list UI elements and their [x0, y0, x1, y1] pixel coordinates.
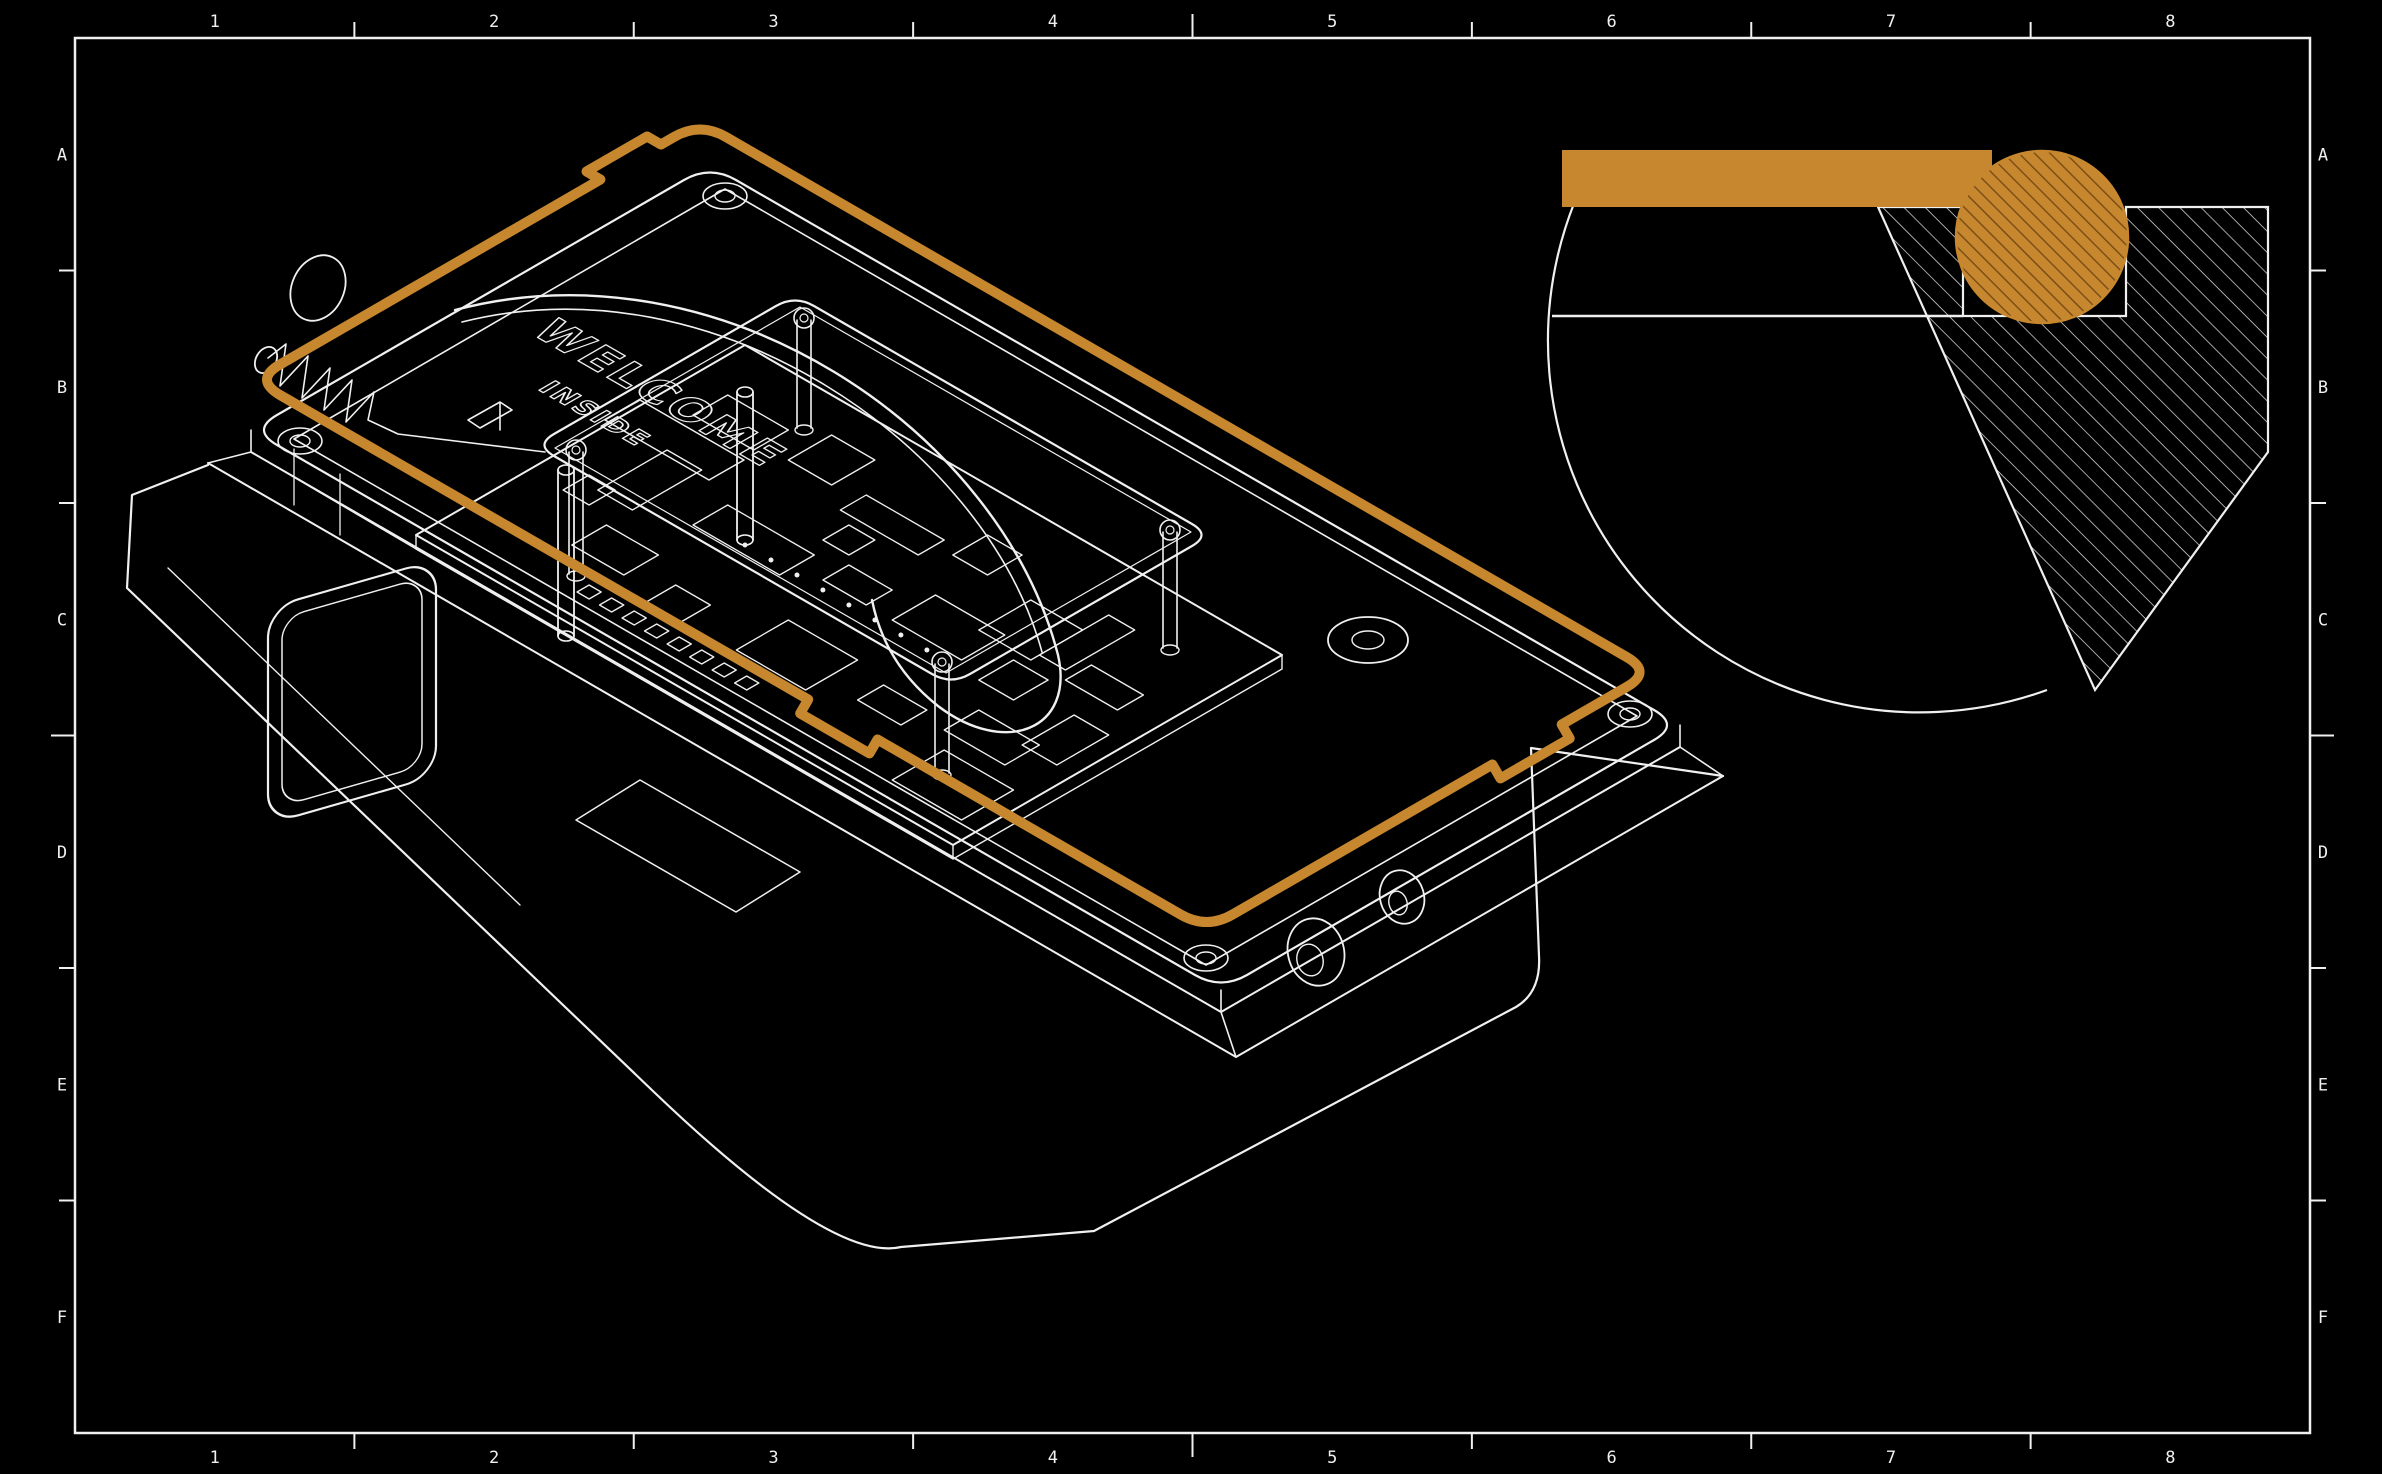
grid-column-label: 7 [1886, 12, 1896, 32]
grid-row-label: B [57, 378, 67, 398]
grid-row-label: A [2318, 145, 2328, 165]
grid-column-label: 8 [2165, 12, 2175, 32]
pcb-component [891, 594, 1006, 661]
pcb-via [898, 632, 904, 638]
pcb-component [787, 434, 876, 486]
gasket-seal-outline [262, 124, 1645, 927]
side-holes [1286, 869, 1426, 987]
rim-oval-hole [289, 254, 347, 322]
grid-column-label: 3 [768, 1448, 778, 1468]
grid-column-label: 7 [1886, 1448, 1896, 1468]
pcb-via [768, 557, 774, 563]
pcb-component [952, 534, 1023, 576]
pcb-component [576, 584, 602, 600]
pcb-component [1064, 664, 1145, 711]
pcb-component [839, 494, 945, 556]
pcb-component [688, 649, 715, 665]
pcb-component [692, 504, 815, 576]
pcb-via [924, 647, 930, 653]
bracket-leg [566, 319, 1180, 781]
pcb-component [711, 662, 737, 678]
pcb-component [1038, 614, 1136, 671]
pcb-component [822, 524, 876, 556]
pcb-component [978, 659, 1049, 701]
detail-boundary-arc [1546, 153, 2048, 714]
pcb-component [978, 599, 1084, 661]
pcb-component [856, 684, 928, 726]
pcb-component [621, 610, 647, 626]
grid-row-label: D [57, 843, 67, 863]
enclosure-body [125, 171, 1725, 1250]
grid-column-label: 6 [1606, 12, 1616, 32]
grid-ticks [51, 14, 2334, 1457]
grid-row-label: C [57, 610, 67, 630]
pcb-component [735, 619, 859, 691]
oring-detail-view [1546, 149, 2270, 714]
seal-bar [1562, 150, 1992, 207]
front-connector [266, 566, 438, 818]
pcb-component [891, 749, 1015, 821]
grid-row-label: E [57, 1075, 67, 1095]
grid-column-label: 6 [1606, 1448, 1616, 1468]
pcb-via [794, 572, 800, 578]
bracket-plate: WELCOME INSIDE [520, 299, 1203, 781]
grid-column-label: 5 [1327, 12, 1337, 32]
pcb-via [846, 602, 852, 608]
pcb-component [733, 675, 760, 691]
grid-column-label: 1 [210, 12, 220, 32]
grid-column-label: 8 [2165, 1448, 2175, 1468]
pcb-component [643, 623, 670, 639]
main-isometric-view: WELCOME INSIDE [125, 124, 1725, 1250]
grid-column-label: 4 [1048, 1448, 1058, 1468]
pcb-component [666, 636, 692, 652]
grid-row-label: F [57, 1308, 67, 1328]
pcb-components [562, 394, 1145, 821]
floor-boss [1327, 616, 1409, 664]
pcb-component [1021, 714, 1110, 766]
grid-row-label: A [57, 145, 67, 165]
grid-column-label: 3 [768, 12, 778, 32]
pcb-component [597, 449, 703, 511]
grid-column-label: 2 [489, 1448, 499, 1468]
grid-row-label: E [2318, 1075, 2328, 1095]
pcb-component [562, 474, 616, 506]
grid-row-label: F [2318, 1308, 2328, 1328]
grid-column-label: 2 [489, 12, 499, 32]
pcb-component [943, 709, 1041, 766]
grid-column-label: 1 [210, 1448, 220, 1468]
grid-column-label: 5 [1327, 1448, 1337, 1468]
grid-row-label: C [2318, 610, 2328, 630]
pcb-component [598, 597, 625, 613]
screw-boss [277, 182, 1653, 972]
pcb-component [822, 564, 893, 606]
wire-loop [453, 294, 1062, 734]
pcb-vias [742, 542, 930, 653]
pcb-via [820, 587, 826, 593]
grid-row-label: B [2318, 378, 2328, 398]
grid-column-label: 4 [1048, 12, 1058, 32]
grid-row-label: D [2318, 843, 2328, 863]
oring-cross-section [1954, 149, 2130, 325]
